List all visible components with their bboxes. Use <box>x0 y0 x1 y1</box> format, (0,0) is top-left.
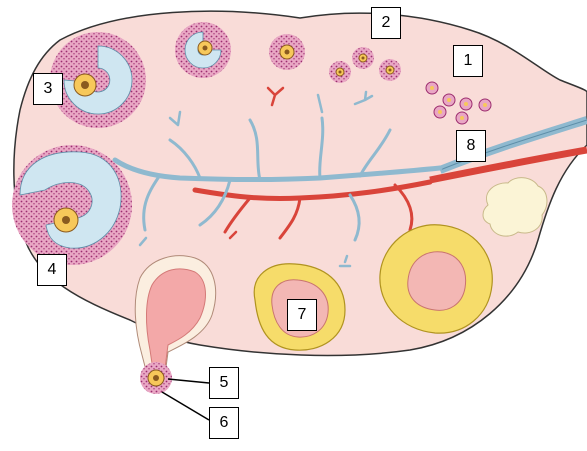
label-4: 4 <box>37 254 67 286</box>
ovulated-oocyte-icon <box>140 362 172 394</box>
mature-follicle-icon <box>12 145 132 265</box>
primary-follicle-icon <box>329 47 401 83</box>
label-5-text: 5 <box>219 374 229 391</box>
label-7: 7 <box>287 299 317 331</box>
label-8-text: 8 <box>466 137 476 154</box>
label-5: 5 <box>209 367 239 399</box>
label-2: 2 <box>371 7 401 39</box>
ruptured-follicle-icon <box>134 255 217 379</box>
blood-vessels-icon <box>112 86 443 268</box>
corpus-albicans-icon <box>482 177 548 237</box>
corpus-luteum-icon <box>379 224 493 334</box>
label-3-text: 3 <box>43 80 53 97</box>
label-1-text: 1 <box>463 52 473 69</box>
label-8: 8 <box>456 130 486 162</box>
secondary-follicle-icon <box>175 22 305 78</box>
label-2-text: 2 <box>381 14 391 31</box>
label-3: 3 <box>33 73 63 105</box>
tertiary-follicle-icon <box>50 32 146 128</box>
label-7-text: 7 <box>297 306 307 323</box>
label-6-text: 6 <box>219 414 229 431</box>
label-1: 1 <box>453 45 483 77</box>
primordial-follicle-icon <box>425 81 492 125</box>
label-6: 6 <box>209 407 239 439</box>
label-4-text: 4 <box>47 261 57 278</box>
